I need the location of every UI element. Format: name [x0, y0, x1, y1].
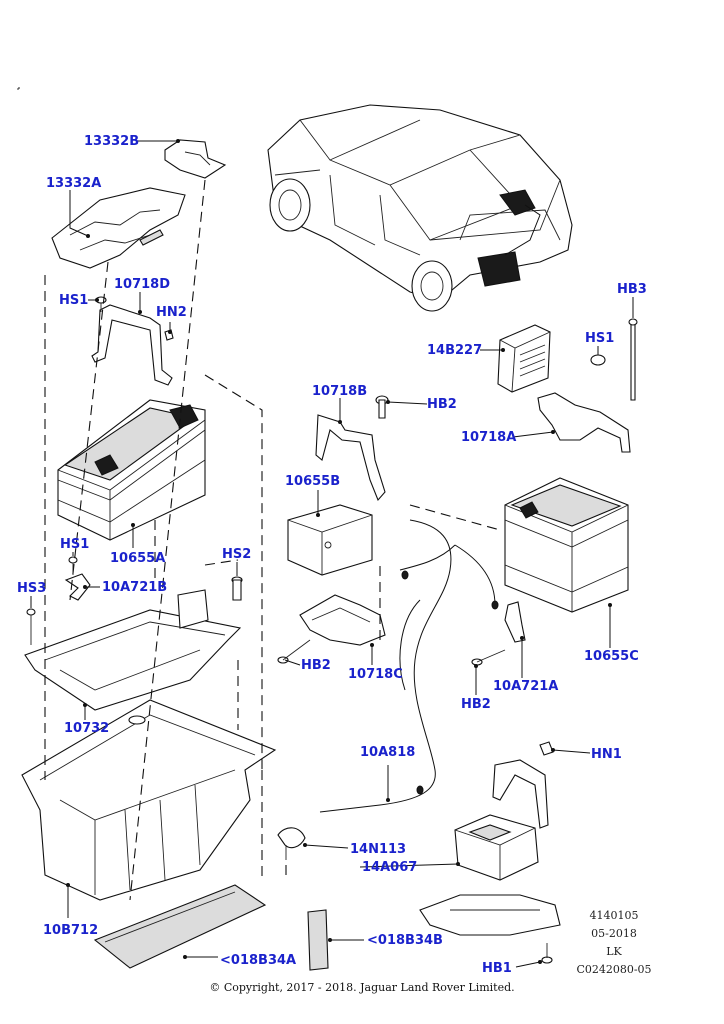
label-10718D[interactable]: 10718D: [114, 277, 171, 292]
label-hb3[interactable]: HB3: [617, 282, 647, 297]
label-13332A[interactable]: 13332A: [46, 176, 102, 191]
part-14B227: [497, 324, 551, 393]
bolt-hb1: [541, 943, 553, 964]
label-10A818[interactable]: 10A818: [360, 745, 416, 760]
vehicle-illustration: [267, 104, 573, 312]
bolt-hb2-left: [277, 639, 311, 664]
label-018B34A[interactable]: <018B34A: [220, 953, 297, 968]
label-10A721A[interactable]: 10A721A: [493, 679, 559, 694]
part-10718B: [315, 414, 386, 502]
label-10655A[interactable]: 10655A: [110, 551, 166, 566]
meta-line-2: 05-2018: [591, 927, 637, 940]
fuse-box-bracket: [419, 894, 561, 936]
label-hs1-mid[interactable]: HS1: [60, 537, 90, 552]
bolt-hs1-mid: [68, 556, 78, 575]
meta-line-1: 4140105: [589, 909, 639, 922]
bolt-hs3: [26, 608, 36, 645]
label-14A067[interactable]: 14A067: [362, 860, 418, 875]
upper-fuse-bracket: [492, 759, 549, 829]
label-hs2[interactable]: HS2: [222, 547, 252, 562]
part-13332B: [164, 139, 227, 179]
part-10732: [24, 589, 242, 711]
label-hb1[interactable]: HB1: [482, 961, 512, 976]
label-10655B[interactable]: 10655B: [285, 474, 341, 489]
bolt-hs1-right: [590, 354, 606, 366]
part-10718C: [299, 594, 386, 646]
part-10A721A: [504, 601, 526, 643]
label-13332B[interactable]: 13332B: [84, 134, 140, 149]
bolt-hb2-right: [471, 649, 506, 666]
label-hn2[interactable]: HN2: [156, 305, 187, 320]
label-hb2-left[interactable]: HB2: [301, 658, 331, 673]
part-13332A: [51, 187, 186, 269]
part-018B34A: [93, 884, 267, 969]
bolt-hb2-top: [375, 395, 389, 419]
label-14B227[interactable]: 14B227: [427, 343, 483, 358]
part-10718A: [537, 392, 631, 453]
part-10A818: [319, 519, 499, 813]
label-hs1-right[interactable]: HS1: [585, 331, 615, 346]
label-10B712[interactable]: 10B712: [43, 923, 99, 938]
alignment-lines: [44, 179, 501, 901]
label-hs1-top[interactable]: HS1: [59, 293, 89, 308]
label-10718A[interactable]: 10718A: [461, 430, 517, 445]
nut-hn1: [539, 741, 554, 756]
part-10655A: [57, 399, 206, 541]
label-14N113[interactable]: 14N113: [350, 842, 407, 857]
label-hn1[interactable]: HN1: [591, 747, 622, 762]
label-hs3[interactable]: HS3: [17, 581, 47, 596]
label-10732[interactable]: 10732: [64, 721, 110, 736]
label-hb2-right[interactable]: HB2: [461, 697, 491, 712]
part-10655B: [287, 504, 373, 576]
rod-hb3: [628, 318, 638, 401]
meta-line-4: C0242080-05: [576, 963, 652, 976]
meta-line-3: LK: [606, 945, 622, 958]
copyright-notice: © Copyright, 2017 - 2018. Jaguar Land Ro…: [209, 981, 515, 994]
label-018B34B[interactable]: <018B34B: [367, 933, 443, 948]
part-10B712: [21, 699, 277, 901]
label-10718C[interactable]: 10718C: [348, 667, 403, 682]
label-10718B[interactable]: 10718B: [312, 384, 368, 399]
label-10655C[interactable]: 10655C: [584, 649, 639, 664]
part-10718D: [91, 304, 173, 386]
leader-lines: [30, 139, 634, 968]
part-14N113: [277, 827, 306, 860]
label-10A721B[interactable]: 10A721B: [102, 580, 168, 595]
label-hb2-top[interactable]: HB2: [427, 397, 457, 412]
part-10655C: [504, 477, 629, 613]
bolt-hs2: [231, 576, 243, 601]
part-018B34B: [307, 909, 329, 971]
part-14A067: [454, 814, 539, 881]
